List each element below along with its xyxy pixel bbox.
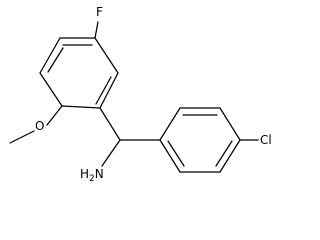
bond-central-to-nh2 [101, 139, 121, 167]
amine-h-symbol: H [80, 167, 90, 181]
amine-h-subscript: 2 [89, 174, 95, 184]
bond-ringA-4 [61, 105, 101, 109]
fluorine-label: F [96, 5, 103, 19]
bond-ringA-double-3 [47, 47, 64, 73]
bond-ringB-6 [159, 139, 181, 173]
bond-ringB-1 [159, 107, 181, 141]
bond-ringB-double-2 [215, 140, 233, 167]
bond-ringB-4 [219, 139, 241, 173]
bond-ringA-to-central [99, 107, 121, 141]
molecule-diagram: F O Cl H2N [9, 5, 272, 184]
bond-layer [9, 21, 259, 173]
chlorine-label: Cl [260, 133, 272, 147]
oxygen-label: O [35, 119, 45, 133]
amine-n-symbol: N [94, 167, 104, 181]
bond-ringA-2 [94, 37, 119, 74]
bond-c-f [94, 21, 99, 39]
bond-ringA-5 [39, 72, 63, 107]
amine-label: H2N [80, 167, 104, 184]
bond-ringA-3 [99, 72, 119, 109]
bond-o-ch3 [9, 130, 35, 144]
bond-ringB-double-3 [167, 140, 185, 167]
bond-ringB-3 [219, 107, 241, 141]
bond-ringA-6 [39, 37, 61, 74]
bond-c-o [46, 105, 63, 126]
bond-ringA-double-2 [95, 76, 112, 105]
